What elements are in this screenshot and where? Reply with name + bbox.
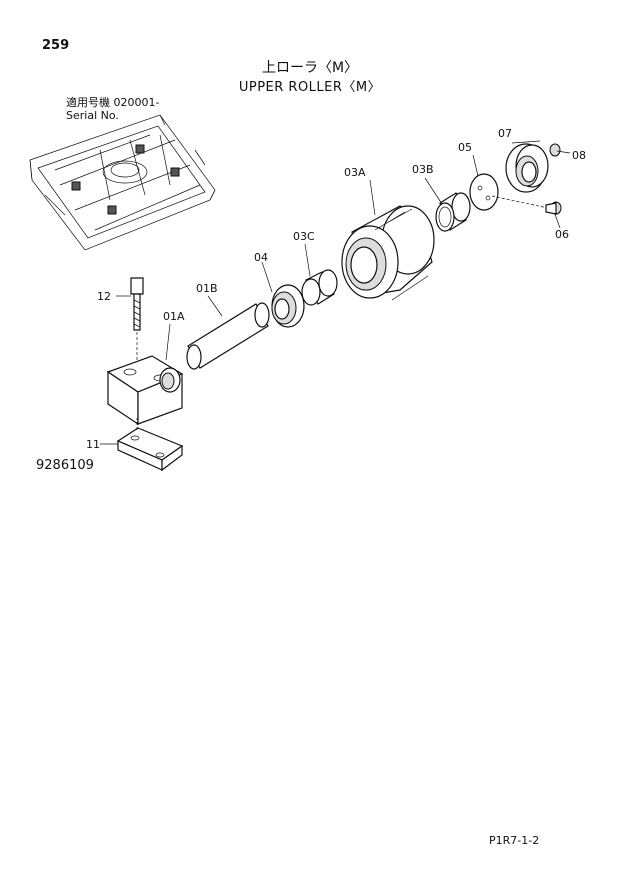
part-12-bolt — [116, 277, 144, 365]
callout-04: 04 — [254, 251, 268, 264]
callout-07: 07 — [498, 127, 512, 140]
part-11-plate — [100, 418, 184, 472]
callout-03B: 03B — [412, 163, 434, 176]
callout-01B: 01B — [196, 282, 218, 295]
part-04-seal — [261, 261, 305, 328]
part-03B-bushing — [424, 177, 471, 232]
part-01B-shaft — [186, 295, 270, 370]
title-japanese: 上ローラ〈M〉 — [261, 60, 359, 76]
callout-03C: 03C — [293, 230, 315, 243]
part-07-cover — [505, 140, 549, 193]
callout-06: 06 — [555, 228, 569, 241]
page-number: 259 — [42, 38, 70, 53]
part-01A-bracket — [106, 323, 184, 426]
callout-11: 11 — [86, 438, 100, 451]
callout-08: 08 — [572, 149, 586, 162]
drawing-code: 9286109 — [36, 458, 94, 473]
callout-05: 05 — [458, 141, 472, 154]
title-english: UPPER ROLLER〈M〉 — [238, 80, 382, 95]
page-reference: P1R7-1-2 — [489, 834, 540, 847]
track-frame-thumbnail — [29, 114, 216, 251]
callout-12: 12 — [97, 290, 111, 303]
part-03C-bushing — [301, 243, 338, 306]
part-03A-roller — [341, 179, 435, 301]
serial-info: 適用号機 020001- Serial No. — [66, 96, 159, 122]
part-06-bolt — [491, 195, 562, 229]
serial-label-en: Serial No. — [66, 109, 119, 122]
callout-01A: 01A — [163, 310, 185, 323]
callout-03A: 03A — [344, 166, 366, 179]
serial-label-jp: 適用号機 020001- — [66, 96, 160, 109]
part-08-plug — [549, 143, 571, 157]
part-05-plate — [469, 154, 499, 211]
